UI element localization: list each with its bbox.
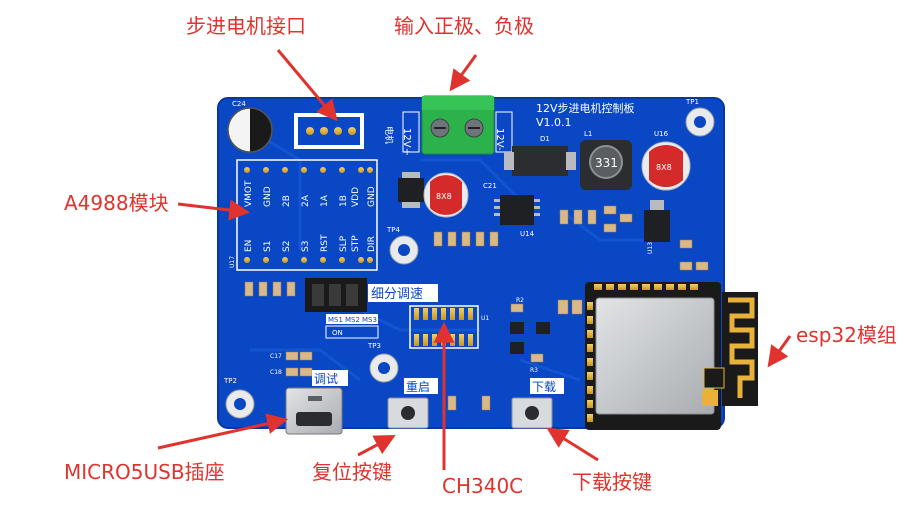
svg-text:TP1: TP1	[685, 98, 699, 106]
svg-text:U16: U16	[654, 130, 669, 138]
callout-esp32-module: esp32模组	[796, 323, 897, 347]
a4988-pin-gnd: GND	[263, 186, 273, 207]
svg-text:C24: C24	[232, 100, 246, 108]
download-button: 下载	[511, 378, 564, 429]
label-r2: R2	[516, 297, 524, 304]
label-r3: R3	[530, 367, 538, 374]
a4988-pin-stp: STP	[351, 235, 361, 252]
arrow-usb	[157, 413, 289, 450]
a4988-pin-1b: 1B	[339, 195, 349, 207]
silk-microstep: 细分调速	[371, 287, 423, 302]
a4988-pin-rst: RST	[320, 234, 330, 252]
a4988-pin-dir: DIR	[367, 236, 377, 252]
svg-text:U1: U1	[481, 315, 489, 322]
arrow-stepper	[276, 49, 338, 122]
a4988-pin-1a: 1A	[320, 194, 330, 207]
callout-stepper-interface: 步进电机接口	[186, 14, 306, 38]
svg-text:U13: U13	[647, 242, 654, 254]
reset-button: 重启	[387, 378, 438, 429]
svg-text:MS2: MS2	[345, 316, 360, 324]
board-title: 12V步进电机控制板	[536, 101, 635, 115]
inductor-l1: L1 331	[580, 130, 632, 190]
capacitor-c24: C24	[227, 100, 273, 153]
svg-text:C21: C21	[483, 182, 497, 190]
svg-text:L1: L1	[584, 130, 592, 138]
arrow-a4988	[177, 199, 251, 221]
svg-text:TP4: TP4	[386, 226, 400, 234]
silk-reset: 重启	[406, 380, 430, 394]
test-point-tp2: TP2	[223, 377, 255, 419]
svg-text:MS3: MS3	[362, 316, 377, 324]
silk-debug: 调试	[314, 371, 338, 386]
regulator-chip	[398, 172, 424, 208]
a4988-pin-vmot: VMOT	[244, 180, 254, 207]
a4988-pin-en: EN	[244, 240, 254, 252]
ic-u14: C21 U14	[483, 182, 540, 238]
svg-text:电机: 电机	[383, 126, 395, 144]
svg-text:U14: U14	[520, 230, 535, 238]
test-point-tp3: TP3	[367, 342, 399, 383]
a4988-pin-slp: SLP	[339, 235, 349, 252]
micro-usb-connector: 调试	[285, 370, 348, 435]
a4988-pin-2b: 2B	[282, 195, 292, 207]
callout-power-input: 输入正极、负极	[394, 14, 534, 38]
callout-a4988-module: A4988模块	[64, 191, 169, 215]
svg-text:U17: U17	[229, 256, 236, 268]
test-point-tp4: TP4	[386, 226, 419, 265]
diode-d1: D1	[504, 135, 576, 176]
transistors	[510, 322, 550, 354]
arrow-download	[546, 427, 599, 462]
svg-text:8X8: 8X8	[436, 192, 452, 201]
label-c18: C18	[270, 369, 282, 376]
a4988-pin-2a: 2A	[301, 194, 311, 207]
a4988-pin-vdd: VDD	[351, 187, 361, 207]
svg-text:D1: D1	[540, 135, 550, 143]
svg-text:ON: ON	[332, 329, 343, 337]
svg-text:MS1: MS1	[328, 316, 343, 324]
label-c17: C17	[270, 353, 282, 360]
esp32-module	[585, 282, 758, 430]
arrow-power	[449, 54, 478, 92]
power-terminal-block: 12V+ 12V-	[401, 95, 513, 156]
svg-text:8X8: 8X8	[656, 163, 672, 172]
test-point-tp1: TP1	[685, 98, 715, 137]
callout-arrows	[157, 49, 792, 470]
smd-passives	[244, 205, 709, 411]
arrow-esp32	[767, 335, 792, 368]
svg-text:TP2: TP2	[223, 377, 237, 385]
capacitor-red: 8X8	[423, 172, 469, 218]
callout-download-key: 下载按键	[572, 470, 652, 494]
a4988-pin-s2: S2	[282, 241, 292, 252]
stepper-motor-connector: 电机	[294, 113, 395, 149]
a4988-pin-gnd2: GND	[367, 186, 377, 207]
capacitor-u16: U16 8X8	[641, 130, 691, 191]
callout-ch340c: CH340C	[442, 474, 524, 498]
a4988-pin-s3: S3	[301, 241, 311, 252]
silk-download: 下载	[532, 380, 556, 394]
callout-micro-usb: MICRO5USB插座	[64, 460, 225, 484]
svg-text:12V+: 12V+	[401, 128, 412, 156]
callout-reset-key: 复位按键	[312, 460, 392, 484]
board-version: V1.0.1	[536, 116, 572, 129]
svg-text:331: 331	[595, 156, 618, 170]
regulator-u13: U13	[644, 200, 670, 254]
a4988-module: VMOT GND 2B 2A 1A 1B VDD GND EN S1 S2 S3…	[229, 159, 378, 271]
a4988-pin-s1: S1	[263, 241, 273, 252]
svg-text:12V-: 12V-	[494, 128, 505, 151]
microstep-dip-switch: 细分调速 MS1 MS2 MS3 ON	[305, 278, 438, 339]
svg-text:TP3: TP3	[367, 342, 381, 350]
arrow-reset	[357, 435, 396, 457]
